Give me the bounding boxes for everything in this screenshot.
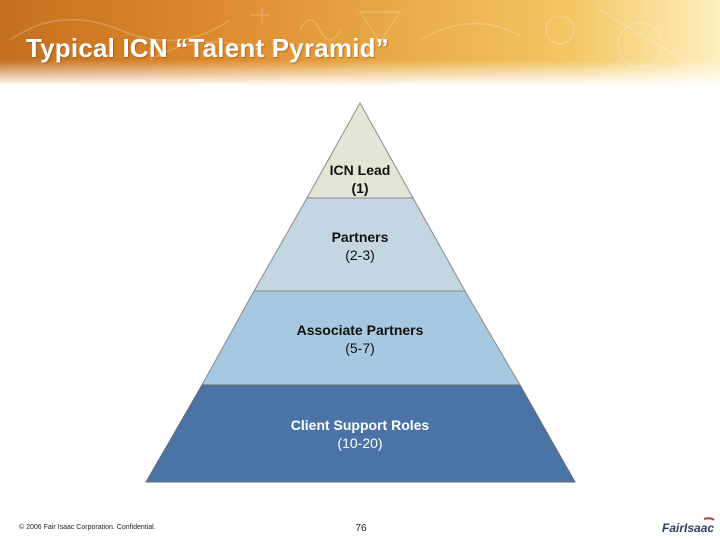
fair-isaac-logo: FairIsaac xyxy=(660,516,716,538)
tier-name: Associate Partners xyxy=(296,322,424,338)
tier-count: (1) xyxy=(351,180,369,196)
tier-client-support-roles xyxy=(145,384,576,483)
tier-count: (5-7) xyxy=(345,340,375,356)
tier-label-icn-lead: ICN Lead (1) xyxy=(310,161,410,197)
copyright-notice: © 2006 Fair Isaac Corporation. Confident… xyxy=(19,524,156,531)
banner-fade xyxy=(0,60,720,86)
page-number: 76 xyxy=(355,523,367,534)
tier-count: (2-3) xyxy=(345,247,375,263)
tier-name: Partners xyxy=(331,229,389,245)
tier-count: (10-20) xyxy=(337,435,383,451)
tier-label-partners: Partners (2-3) xyxy=(290,228,430,264)
title-banner: Typical ICN “Talent Pyramid” xyxy=(0,0,720,86)
tier-name: ICN Lead xyxy=(329,162,391,178)
tier-label-client-support-roles: Client Support Roles (10-20) xyxy=(240,416,480,452)
talent-pyramid xyxy=(145,101,576,483)
slide-title: Typical ICN “Talent Pyramid” xyxy=(26,33,389,63)
logo-swoosh-icon xyxy=(703,517,715,521)
logo-text: FairIsaac xyxy=(662,521,715,535)
tier-name: Client Support Roles xyxy=(290,417,430,433)
tier-label-associate-partners: Associate Partners (5-7) xyxy=(250,321,470,357)
